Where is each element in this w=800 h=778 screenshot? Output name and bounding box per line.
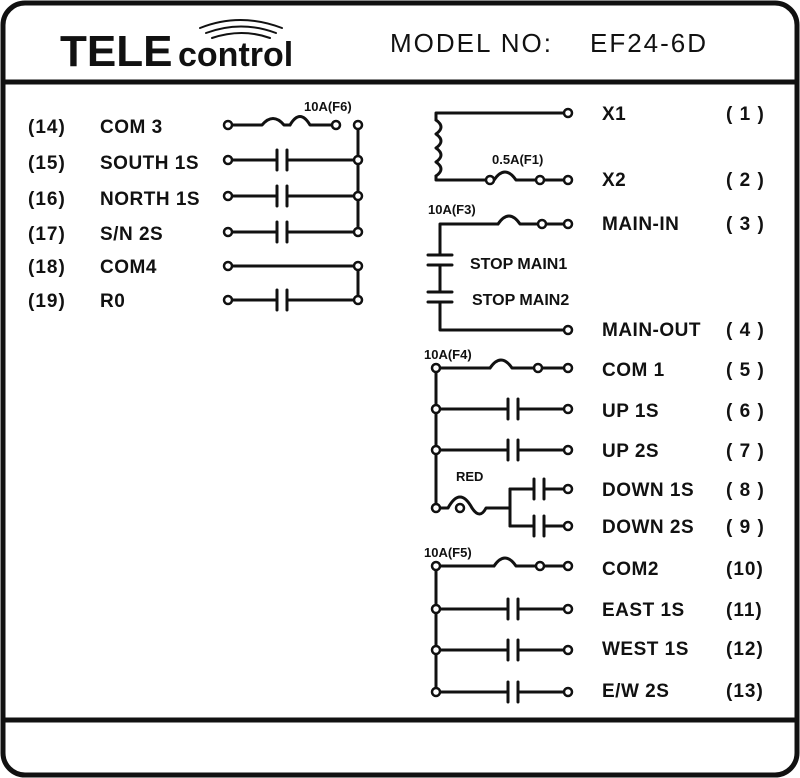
right-label-6: UP 1S bbox=[602, 401, 659, 422]
right-num-1: ( 1 ) bbox=[726, 104, 765, 125]
right-num-7: ( 7 ) bbox=[726, 441, 765, 462]
right-num-5: ( 5 ) bbox=[726, 360, 765, 381]
right-num-10: (10) bbox=[726, 559, 764, 580]
left-num-19: (19) bbox=[28, 291, 66, 312]
right-label-8: DOWN 1S bbox=[602, 480, 694, 501]
terminal-17 bbox=[222, 226, 234, 238]
terminal-16 bbox=[222, 190, 234, 202]
left-label-15: SOUTH 1S bbox=[100, 153, 199, 174]
fuse-f3-label: 10A(F3) bbox=[428, 202, 476, 217]
left-fuse-label: 10A(F6) bbox=[304, 99, 352, 114]
terminal-13 bbox=[562, 686, 574, 698]
right-label-1: X1 bbox=[602, 104, 626, 125]
model-number: EF24-6D bbox=[590, 28, 708, 58]
terminal-7 bbox=[562, 444, 574, 456]
brand-logo: TELE control bbox=[60, 19, 293, 76]
left-label-17: S/N 2S bbox=[100, 224, 163, 245]
terminal-5 bbox=[562, 362, 574, 374]
terminal-12 bbox=[562, 644, 574, 656]
right-circuit bbox=[426, 111, 570, 704]
right-num-13: (13) bbox=[726, 681, 764, 702]
terminal-11 bbox=[562, 603, 574, 615]
right-num-4: ( 4 ) bbox=[726, 320, 765, 341]
right-label-11: EAST 1S bbox=[602, 600, 685, 621]
terminal-19 bbox=[222, 294, 234, 306]
left-circuit bbox=[228, 115, 360, 312]
right-num-11: (11) bbox=[726, 600, 763, 621]
right-label-3: MAIN-IN bbox=[602, 214, 679, 235]
coil-icon bbox=[434, 118, 443, 178]
fuse-f5-icon bbox=[492, 556, 570, 568]
terminal-10 bbox=[562, 560, 574, 572]
terminal-6 bbox=[562, 403, 574, 415]
right-label-2: X2 bbox=[602, 170, 626, 191]
fuse-f5-label: 10A(F5) bbox=[424, 545, 472, 560]
left-terminals bbox=[222, 119, 364, 306]
left-label-19: R0 bbox=[100, 291, 125, 312]
stop-main1-label: STOP MAIN1 bbox=[470, 256, 567, 273]
fuse-f4-icon bbox=[488, 358, 570, 370]
logo-arc-3 bbox=[211, 32, 271, 39]
terminal-1 bbox=[562, 107, 574, 119]
red-label: RED bbox=[456, 469, 483, 484]
brand-bold: TELE bbox=[60, 27, 172, 76]
right-label-12: WEST 1S bbox=[602, 639, 689, 660]
fuse-f1-label: 0.5A(F1) bbox=[492, 152, 543, 167]
terminal-18 bbox=[222, 260, 234, 272]
right-label-9: DOWN 2S bbox=[602, 517, 694, 538]
fuse-f6-icon bbox=[288, 115, 334, 127]
terminal-4 bbox=[562, 324, 574, 336]
left-terminal-labels: (14) COM 3 (15) SOUTH 1S (16) NORTH 1S (… bbox=[28, 117, 200, 312]
fuse-f1-icon bbox=[492, 170, 570, 182]
terminal-15 bbox=[222, 154, 234, 166]
terminal-2 bbox=[562, 174, 574, 186]
right-num-2: ( 2 ) bbox=[726, 170, 765, 191]
right-terminals bbox=[430, 107, 574, 698]
stop-main2-label: STOP MAIN2 bbox=[472, 292, 569, 309]
right-num-6: ( 6 ) bbox=[726, 401, 765, 422]
right-label-4: MAIN-OUT bbox=[602, 320, 701, 341]
right-label-10: COM2 bbox=[602, 559, 659, 580]
fuse-f3-icon bbox=[496, 214, 570, 226]
logo-arc-1 bbox=[199, 19, 283, 29]
terminal-9 bbox=[562, 520, 574, 532]
right-terminal-labels: X1 ( 1 ) X2 ( 2 ) MAIN-IN ( 3 ) MAIN-OUT… bbox=[602, 104, 765, 702]
right-num-8: ( 8 ) bbox=[726, 480, 765, 501]
model-label: MODEL NO: bbox=[390, 28, 553, 58]
right-label-7: UP 2S bbox=[602, 441, 659, 462]
right-num-3: ( 3 ) bbox=[726, 214, 765, 235]
left-num-16: (16) bbox=[28, 189, 66, 210]
terminal-14 bbox=[222, 119, 234, 131]
right-label-13: E/W 2S bbox=[602, 681, 669, 702]
left-label-16: NORTH 1S bbox=[100, 189, 200, 210]
brand-light: control bbox=[178, 36, 293, 74]
logo-arc-2 bbox=[205, 25, 277, 34]
left-label-14: COM 3 bbox=[100, 117, 163, 138]
terminal-8 bbox=[562, 483, 574, 495]
left-num-17: (17) bbox=[28, 224, 66, 245]
left-num-15: (15) bbox=[28, 153, 66, 174]
right-num-12: (12) bbox=[726, 639, 764, 660]
terminal-3 bbox=[562, 218, 574, 230]
left-num-14: (14) bbox=[28, 117, 66, 138]
fuse-f4-label: 10A(F4) bbox=[424, 347, 472, 362]
left-label-18: COM4 bbox=[100, 257, 157, 278]
red-fuse-icon bbox=[434, 495, 512, 516]
right-num-9: ( 9 ) bbox=[726, 517, 765, 538]
right-label-5: COM 1 bbox=[602, 360, 665, 381]
left-num-18: (18) bbox=[28, 257, 66, 278]
